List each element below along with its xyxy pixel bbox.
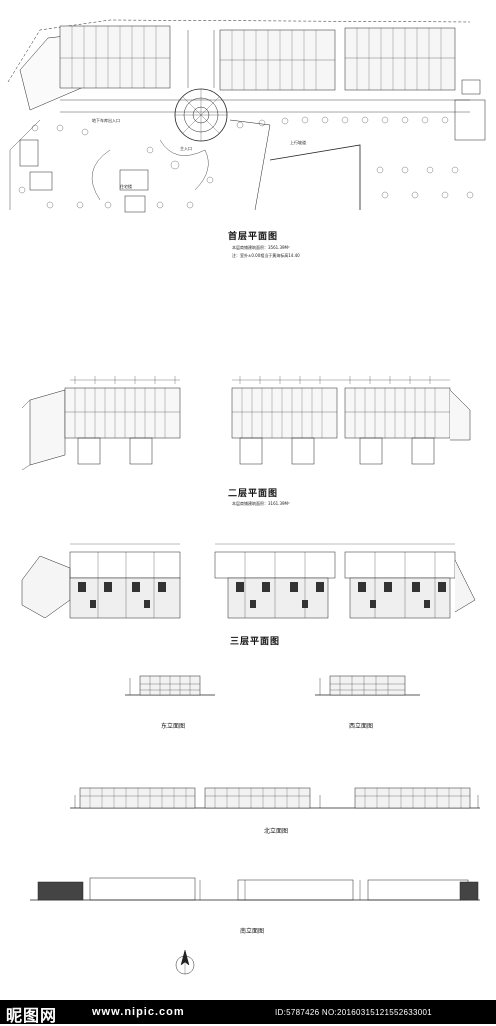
site-label: 地下车库出入口 (92, 118, 120, 123)
site-plan (7, 19, 486, 213)
third-floor-units (78, 582, 446, 608)
north-elevation (70, 787, 480, 809)
second-floor-plan (21, 376, 471, 471)
site-label: 上行坡道 (290, 140, 306, 145)
first-floor-title: 首层平面图 (228, 232, 279, 242)
east-elevation (125, 675, 215, 696)
east-elevation-caption: 东立面图 (161, 723, 186, 730)
second-floor-area-note: 本层商铺建筑面积：3161.39M² (232, 501, 290, 506)
architectural-drawing (7, 19, 486, 975)
watermark-bar: 昵图网 www.nipic.com ID:5787426 NO:20160315… (0, 1000, 496, 1025)
north-arrow-icon (175, 949, 195, 975)
watermark-brand: 昵图网 (6, 1008, 58, 1025)
site-label: 主入口 (180, 146, 192, 151)
site-label: 住宅楼 (120, 184, 132, 189)
watermark-site: www.nipic.com (92, 1006, 185, 1018)
watermark-id: ID:5787426 NO:20160315121552633001 (275, 1008, 432, 1017)
north-elevation-caption: 北立面图 (264, 828, 289, 835)
first-floor-footnote: 注：室外±0.00相当于黄海标高14.40 (232, 253, 300, 258)
third-floor-title: 三层平面图 (230, 637, 281, 647)
south-elevation (30, 877, 480, 901)
site-trees (18, 116, 474, 209)
third-floor-plan (21, 543, 476, 619)
west-elevation-caption: 西立面图 (349, 723, 374, 730)
south-elevation-caption: 南立面图 (240, 928, 265, 935)
west-elevation (315, 675, 420, 696)
first-floor-area-note: 本层商铺建筑面积：3561.39M² (232, 245, 290, 250)
second-floor-title: 二层平面图 (228, 489, 279, 499)
